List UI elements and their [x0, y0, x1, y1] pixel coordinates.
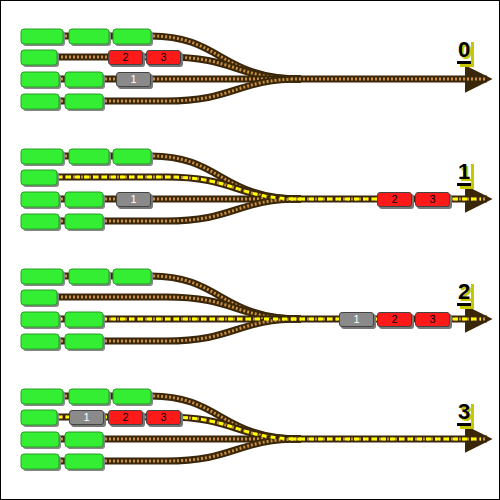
rail-track	[291, 76, 487, 83]
rail-sleepers	[21, 177, 301, 199]
wagon-number: 2	[122, 52, 128, 63]
wagon	[21, 149, 63, 164]
wagon-number: 3	[429, 194, 435, 205]
step-number: 2	[457, 281, 471, 306]
grey-wagon: 1	[69, 410, 104, 425]
wagon-number: 2	[391, 314, 397, 325]
rail-track	[21, 177, 301, 199]
wagon	[21, 29, 63, 44]
wagon	[21, 72, 59, 87]
red-wagon: 3	[415, 312, 450, 327]
wagon	[21, 290, 57, 305]
wagon	[21, 50, 57, 65]
red-wagon: 3	[146, 50, 181, 65]
wagon	[21, 269, 63, 284]
rail-track	[21, 297, 301, 319]
active-route	[21, 318, 301, 321]
rail-sleepers	[21, 439, 301, 461]
wagon	[65, 432, 103, 447]
wagon	[69, 149, 109, 164]
track-panel	[21, 269, 487, 351]
rail-track	[291, 436, 487, 443]
wagon	[21, 312, 59, 327]
wagon	[65, 214, 103, 229]
grey-wagon: 1	[116, 72, 151, 87]
wagon	[65, 312, 103, 327]
wagon	[69, 389, 109, 404]
wagon	[113, 269, 151, 284]
red-wagon: 2	[108, 50, 143, 65]
rail-track	[21, 199, 301, 221]
wagon	[113, 149, 151, 164]
rail-sleepers	[21, 199, 301, 221]
wagon	[21, 170, 57, 185]
wagon	[69, 269, 109, 284]
track-panel	[21, 149, 487, 231]
step-number: 1	[457, 161, 471, 186]
red-wagon: 2	[377, 192, 412, 207]
red-wagon: 3	[415, 192, 450, 207]
track-panel	[21, 389, 487, 471]
wagon	[113, 389, 151, 404]
active-route	[21, 177, 301, 199]
rail-sleepers	[21, 79, 301, 101]
red-wagon: 2	[108, 410, 143, 425]
rail-sleepers	[291, 438, 487, 441]
wagon-number: 1	[130, 74, 136, 85]
red-wagon: 2	[377, 312, 412, 327]
red-wagon: 3	[146, 410, 181, 425]
track-panel	[21, 29, 487, 111]
wagon	[65, 454, 103, 469]
wagon	[65, 192, 103, 207]
wagon	[21, 94, 59, 109]
rail-sleepers	[291, 78, 487, 81]
wagon	[65, 72, 103, 87]
wagon-number: 3	[160, 52, 166, 63]
wagon	[21, 389, 63, 404]
wagon-number: 2	[122, 412, 128, 423]
wagon	[21, 214, 59, 229]
wagon	[69, 29, 109, 44]
wagon	[21, 334, 59, 349]
grey-wagon: 1	[339, 312, 374, 327]
wagon-number: 2	[391, 194, 397, 205]
wagon-number: 1	[130, 194, 136, 205]
wagon-number: 1	[353, 314, 359, 325]
wagon	[65, 334, 103, 349]
step-number: 3	[457, 401, 471, 426]
step-number: 0	[457, 39, 471, 64]
rail-track	[21, 439, 301, 461]
wagon	[113, 29, 151, 44]
wagon	[65, 94, 103, 109]
active-route	[291, 438, 481, 441]
wagon	[21, 410, 57, 425]
rail-track	[21, 79, 301, 101]
wagon-number: 3	[160, 412, 166, 423]
rail-sleepers	[21, 297, 301, 319]
wagon-number: 3	[429, 314, 435, 325]
wagon	[21, 192, 59, 207]
wagon	[21, 432, 59, 447]
rail-track	[21, 319, 301, 341]
rail-sleepers	[21, 318, 301, 321]
grey-wagon: 1	[116, 192, 151, 207]
rail-sleepers	[21, 319, 301, 341]
wagon-number: 1	[83, 412, 89, 423]
wagon	[21, 454, 59, 469]
